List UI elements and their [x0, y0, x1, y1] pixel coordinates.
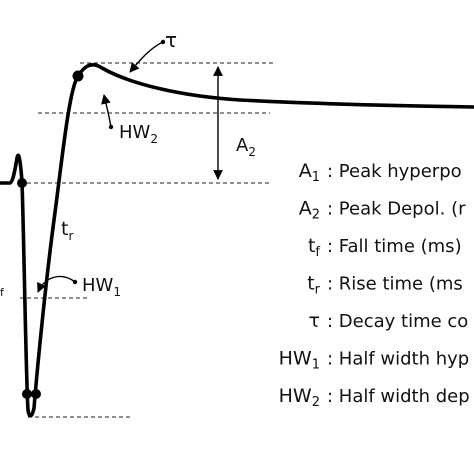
legend-symbol: tf — [308, 235, 320, 260]
legend-description: : Rise time (ms — [327, 274, 463, 295]
dot-trough-right — [31, 389, 41, 399]
legend-symbol: τ — [309, 310, 320, 332]
legend-symbol: HW2 — [279, 385, 320, 410]
legend-symbol: A1 — [299, 160, 320, 185]
hw1-arrow — [37, 275, 76, 293]
dot-trough-left — [22, 389, 32, 399]
legend-description: : Decay time co — [327, 311, 468, 332]
legend-description: : Half width dep — [327, 386, 470, 407]
legend-symbol: tr — [307, 273, 320, 298]
tau-arrow — [129, 41, 164, 73]
dot-baseline — [17, 178, 27, 188]
tau-label: τ — [165, 28, 177, 52]
legend-description: : Peak Depol. (r — [327, 199, 466, 220]
tr-label: tr — [61, 218, 73, 243]
hw2-label: HW2 — [119, 122, 158, 146]
legend-symbol: HW1 — [279, 348, 320, 373]
hw2-arrow — [101, 94, 112, 128]
dot-peak — [72, 70, 84, 82]
legend-description: : Peak hyperpo — [327, 161, 462, 182]
legend-symbol: A2 — [299, 198, 320, 223]
tf-label-fragment: f — [0, 286, 5, 299]
hw1-label: HW1 — [82, 275, 121, 299]
a2-label: A2 — [236, 135, 256, 159]
legend-description: : Fall time (ms) — [327, 236, 462, 257]
legend-description: : Half width hyp — [327, 349, 469, 370]
